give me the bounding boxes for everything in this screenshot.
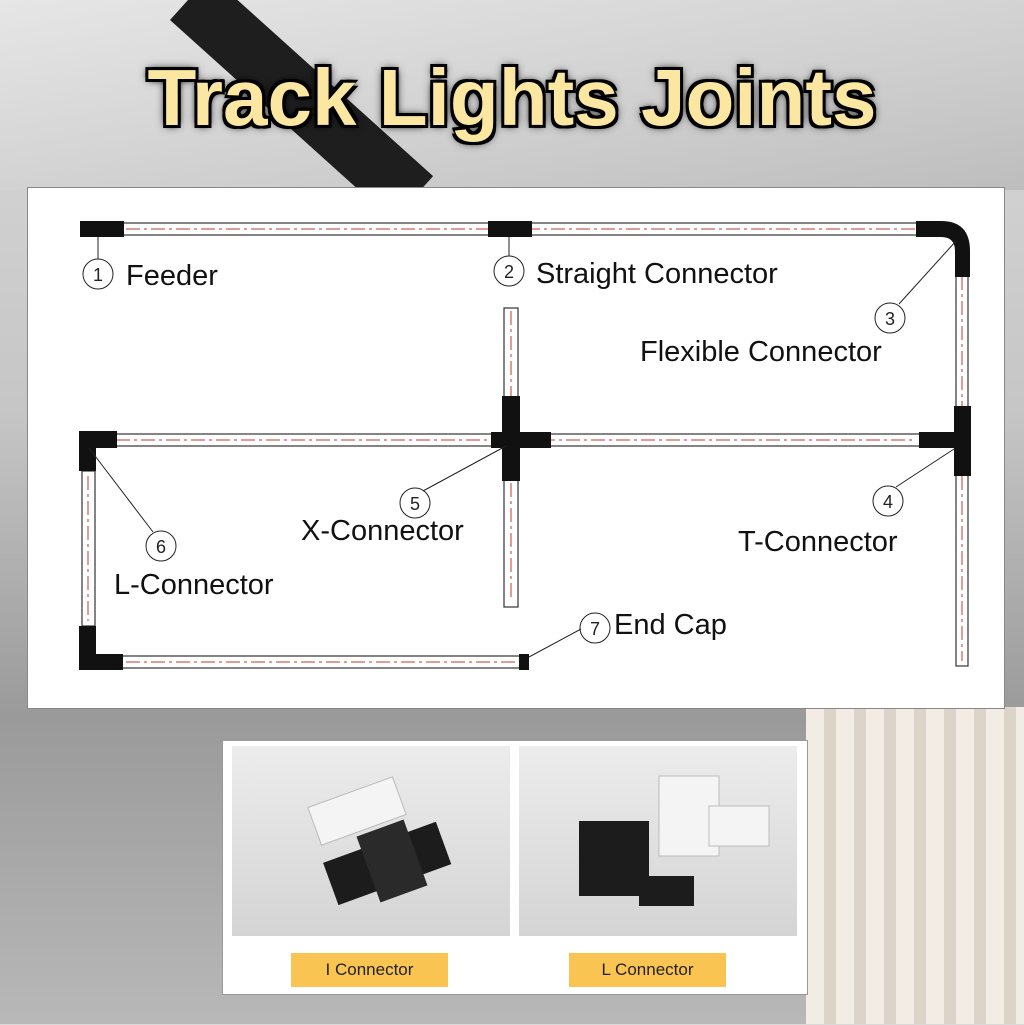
end-cap	[519, 654, 529, 670]
label-x-connector: X-Connector	[301, 515, 464, 547]
marker-6	[145, 530, 177, 562]
caption-i-connector: I Connector	[291, 953, 448, 987]
page-title: Track Lights Joints	[147, 53, 877, 142]
l-connector-image	[579, 775, 770, 906]
label-flexible-connector: Flexible Connector	[640, 336, 882, 368]
marker-1	[82, 258, 114, 290]
x-connector	[491, 396, 551, 481]
i-connector-image	[307, 776, 452, 906]
label-t-connector: T-Connector	[738, 526, 898, 558]
label-straight-connector: Straight Connector	[536, 258, 778, 290]
feeder-connector	[80, 221, 124, 237]
photo-i-connector	[232, 746, 510, 936]
marker-4	[872, 485, 904, 517]
ceiling-background	[0, 0, 1024, 190]
caption-l-connector: L Connector	[569, 953, 726, 987]
label-end-cap: End Cap	[614, 609, 727, 641]
connector-photos-panel: I Connector L Connector	[222, 740, 808, 995]
marker-6-num: 6	[156, 537, 166, 557]
l-connector-top	[79, 431, 117, 471]
l-connector-bottom	[79, 626, 123, 670]
marker-7	[579, 612, 611, 644]
marker-5	[399, 487, 431, 519]
marker-7-num: 7	[590, 619, 600, 639]
label-feeder: Feeder	[126, 260, 218, 292]
marker-2-num: 2	[504, 262, 514, 282]
diagram-panel: 1 2 3 4 5 6 7 Feeder Straight Connector …	[27, 187, 1005, 709]
marker-3-num: 3	[885, 309, 895, 329]
marker-2	[493, 255, 525, 287]
curtain-background	[806, 707, 1024, 1024]
marker-3	[874, 302, 906, 334]
marker-1-num: 1	[93, 265, 103, 285]
label-l-connector: L-Connector	[114, 569, 274, 601]
marker-4-num: 4	[883, 492, 893, 512]
flexible-connector	[916, 221, 970, 277]
marker-5-num: 5	[410, 494, 420, 514]
photo-l-connector	[519, 746, 797, 936]
t-connector	[919, 406, 971, 476]
straight-connector	[488, 221, 532, 237]
